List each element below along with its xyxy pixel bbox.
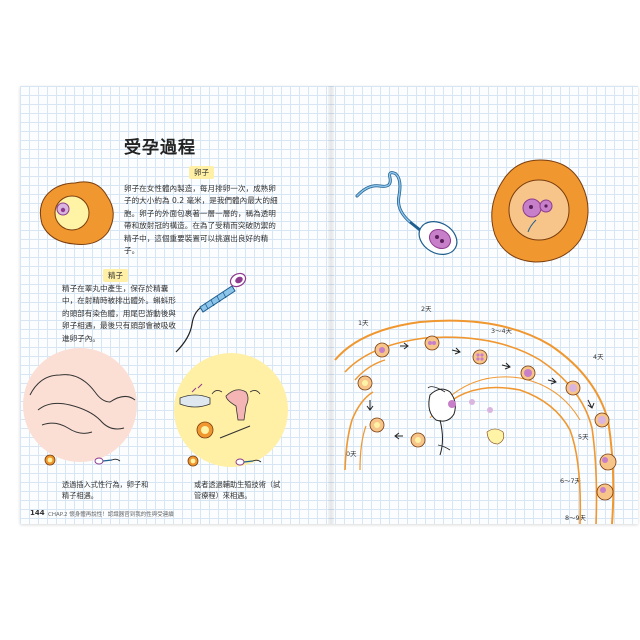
sperm-line: 進卵子內。	[62, 333, 100, 343]
caption-line: 或者透過輔助生殖技術（試	[194, 480, 281, 489]
day-label-3-4: 3～4天	[491, 327, 512, 335]
sperm-line: 卵子相遇，最後只有頭部會被吸收	[62, 321, 176, 331]
page-number: 144	[30, 509, 45, 517]
natural-conception-illustration	[23, 348, 137, 466]
sperm-line: 的頭部有染色體，用尾巴游動後與	[62, 308, 176, 318]
book-spread	[20, 86, 638, 524]
egg-cell-illustration	[39, 181, 114, 245]
day-label-5: 5天	[578, 433, 589, 441]
assisted-conception-illustration	[174, 353, 288, 467]
egg-line: 子的大小約為 0.2 毫米，是我們體內最大的細	[124, 196, 278, 206]
egg-line: 帶和放射冠的構造。在為了受精而突破防禦的	[124, 221, 276, 231]
large-sperm-illustration	[355, 171, 458, 255]
egg-line: 子。	[124, 246, 140, 256]
egg-line: 卵子在女性體內製造，每月排卵一次，成熟卵	[124, 184, 276, 193]
day-label-0: 0天	[346, 450, 357, 458]
egg-tag: 卵子	[189, 166, 214, 179]
book-gutter	[328, 86, 334, 524]
sperm-line: 中，在射精時被排出體外。蝌蚪形	[62, 296, 176, 306]
egg-paragraph: 卵子在女性體內製造，每月排卵一次，成熟卵 子的大小約為 0.2 毫米，是我們體內…	[124, 183, 278, 257]
caption-natural: 透過插入式性行為，卵子和 精子相遇。	[62, 479, 148, 501]
day-label-4: 4天	[593, 353, 604, 361]
caption-line: 管療程）來相遇。	[194, 491, 252, 500]
caption-line: 精子相遇。	[62, 491, 98, 500]
sperm-tag: 精子	[103, 269, 128, 282]
sperm-line: 精子在睪丸中產生，保存於精囊	[62, 284, 169, 293]
egg-line: 精子中，這個重要裝置可以挑選出良好的精	[124, 233, 269, 243]
caption-assisted: 或者透過輔助生殖技術（試 管療程）來相遇。	[194, 479, 280, 501]
page-title: 受孕過程	[124, 138, 196, 158]
large-egg-illustration	[491, 159, 589, 263]
caption-line: 透過插入式性行為，卵子和	[62, 480, 149, 489]
sperm-illustration	[175, 272, 247, 353]
day-label-2: 2天	[421, 305, 432, 313]
sperm-paragraph: 精子在睪丸中產生，保存於精囊 中，在射精時被排出體外。蝌蚪形 的頭部有染色體，用…	[62, 283, 176, 345]
egg-line: 胞。卵子的外面包裹著一層一層的，稱為透明	[124, 208, 276, 218]
day-label-6-7: 6～7天	[560, 477, 581, 485]
footer-text: CHAP.2 懷身體再說性！認識器官到我的性與受連續	[48, 512, 174, 518]
day-label-1: 1天	[358, 319, 369, 327]
fallopian-tube-diagram	[334, 319, 617, 525]
day-label-8-9: 8～9天	[565, 514, 586, 522]
